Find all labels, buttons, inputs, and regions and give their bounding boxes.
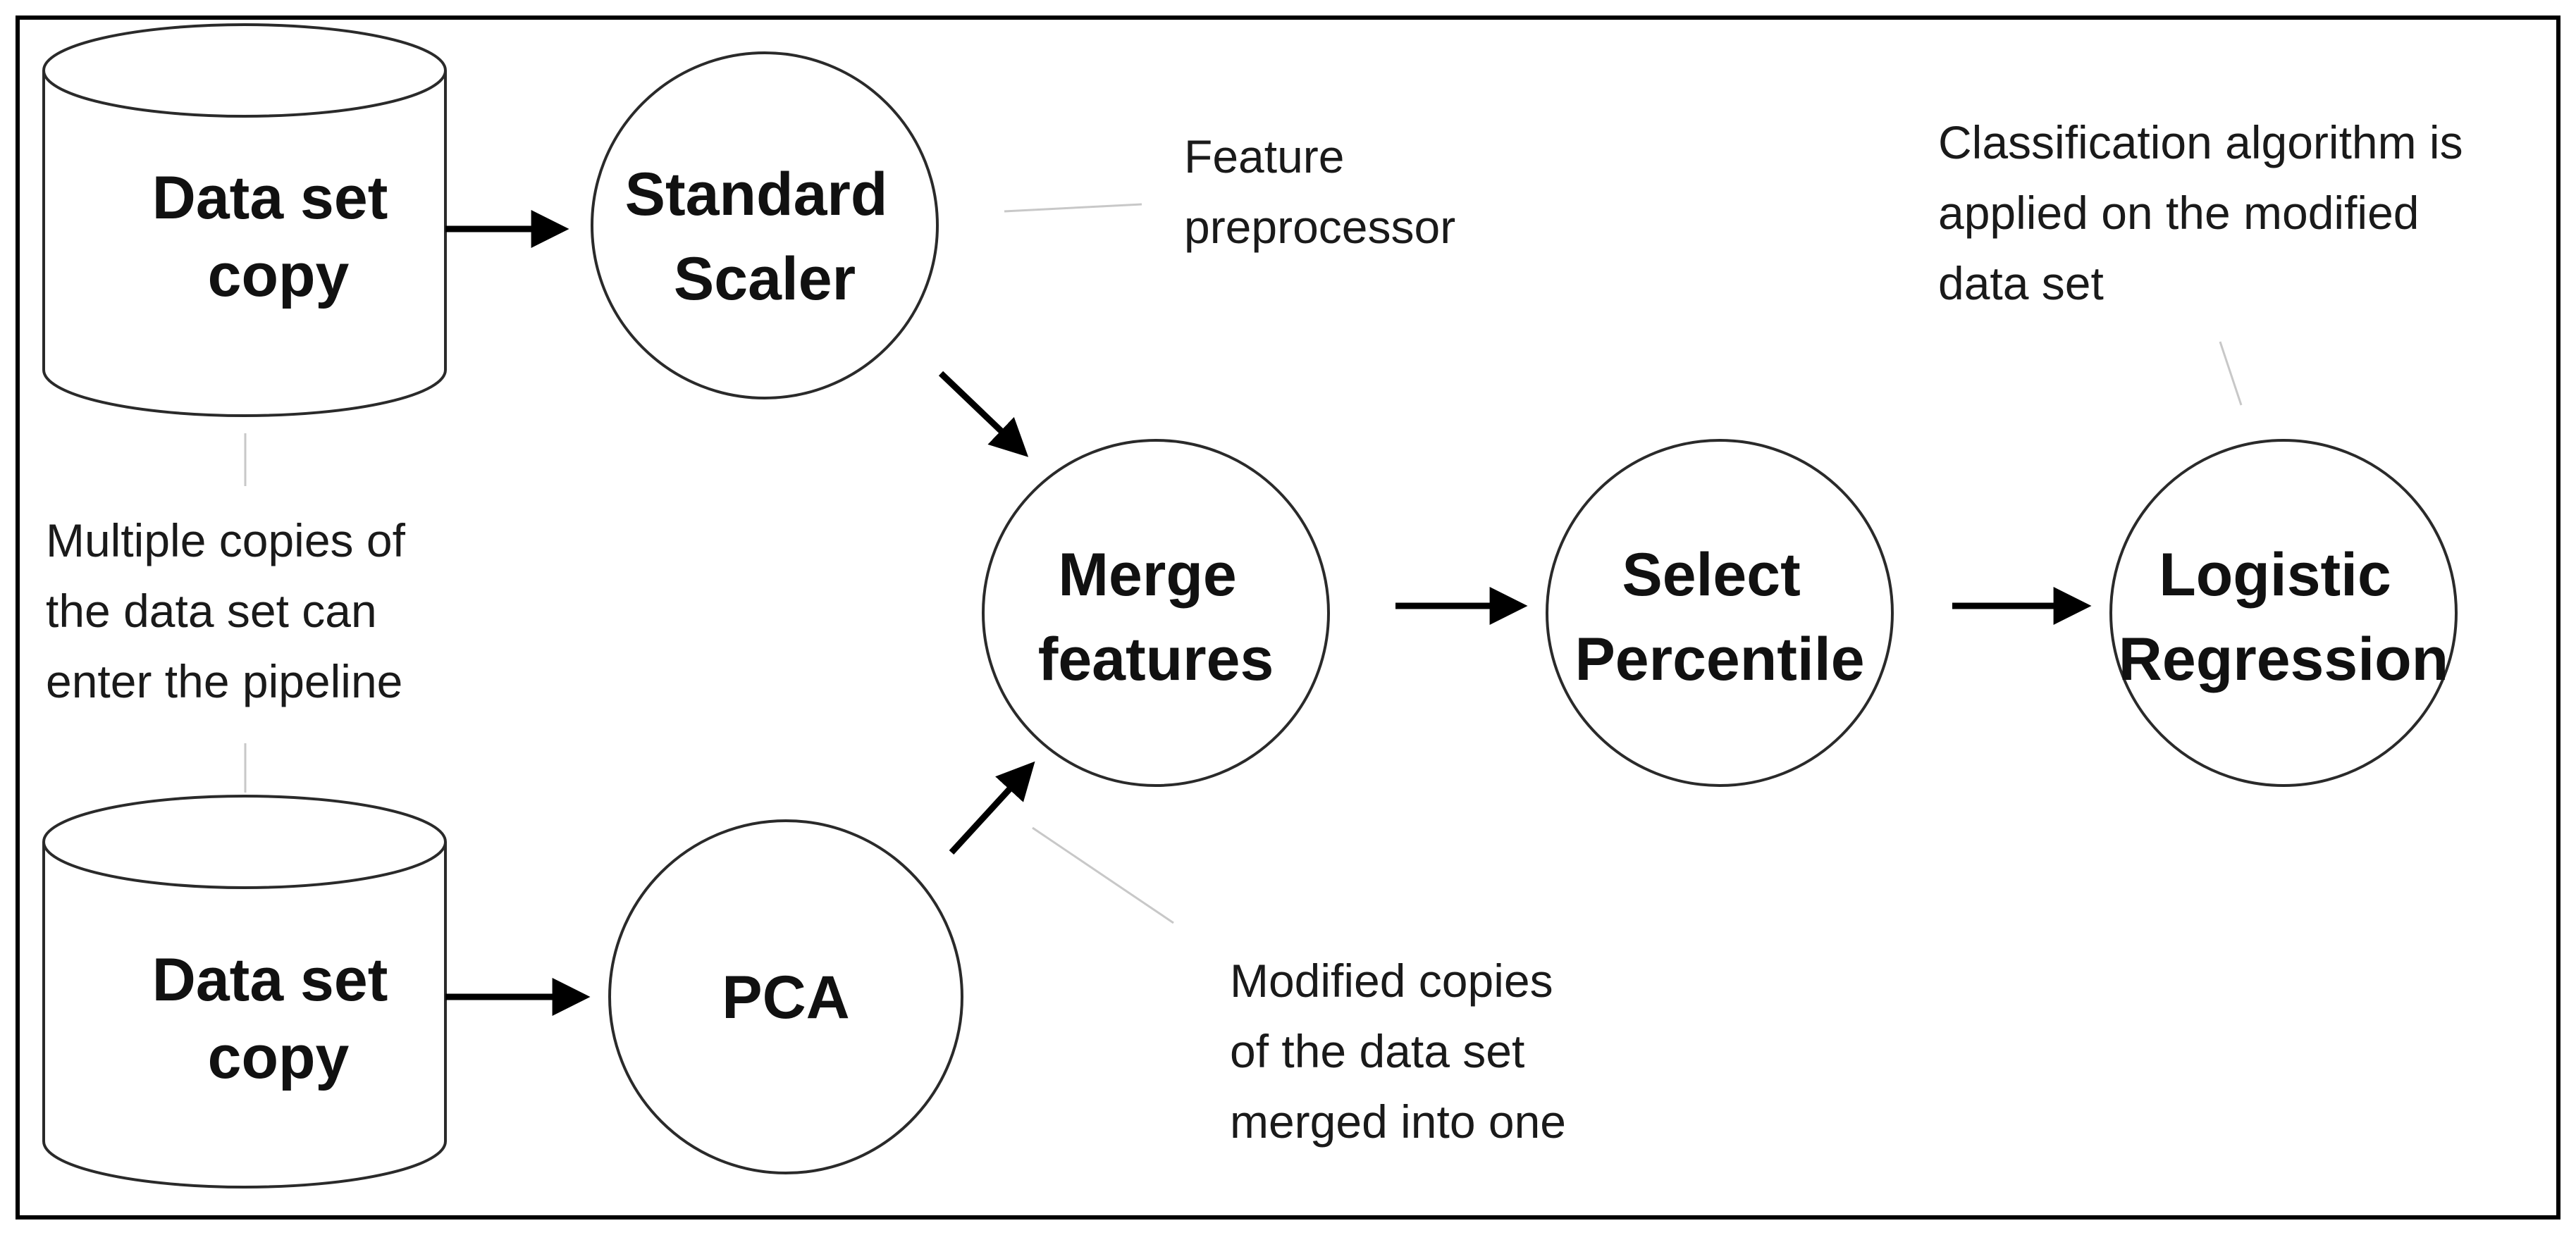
leader-feature-preprocessor <box>1004 203 1142 213</box>
annotation-multiple-copies: Multiple copies of the data set can ente… <box>46 514 418 707</box>
arrow-pca-to-merge <box>949 761 1035 855</box>
leader-classification <box>2219 341 2243 406</box>
standard-scaler-label: Standard Scaler <box>625 161 905 313</box>
select-percentile-label: Select Percentile <box>1574 541 1864 693</box>
standard-scaler-node: Standard Scaler <box>591 51 939 399</box>
dataset-cylinder-top: Data set copy <box>42 23 447 417</box>
merge-features-label: Merge features <box>1038 541 1274 693</box>
annotation-classification: Classification algorithm is applied on t… <box>1938 116 2476 309</box>
select-percentile-node: Select Percentile <box>1546 439 1894 787</box>
dataset-top-label: Data set copy <box>152 164 405 309</box>
dataset-cylinder-bottom: Data set copy <box>42 795 447 1189</box>
annotation-feature-preprocessor: Feature preprocessor <box>1184 130 1455 253</box>
leader-modified-copies <box>1032 826 1174 924</box>
pca-label: PCA <box>722 964 850 1031</box>
annotation-modified-copies: Modified copies of the data set merged i… <box>1230 955 1566 1148</box>
arrow-scaler-to-merge <box>938 371 1029 457</box>
dataset-bottom-label: Data set copy <box>152 946 405 1091</box>
logistic-regression-label: Logistic Regression <box>2119 541 2448 693</box>
logistic-regression-node: Logistic Regression <box>2109 439 2458 787</box>
pca-node: PCA <box>608 819 963 1174</box>
merge-features-node: Merge features <box>982 439 1330 787</box>
